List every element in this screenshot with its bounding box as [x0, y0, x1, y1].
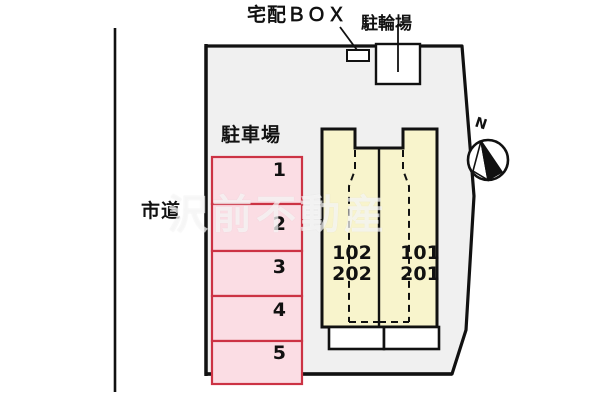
- parking-stall-group: [210, 155, 304, 386]
- parking-stall-1-number: 1: [272, 159, 286, 181]
- delivery-box-leader-line: [339, 26, 358, 51]
- parking-lot-heading: 駐車場: [221, 124, 282, 146]
- parking-stall-2-number: 2: [272, 213, 286, 235]
- parking-stall-4: [210, 294, 304, 343]
- bicycle-parking-label: 駐輪場: [361, 14, 412, 34]
- building-unit-right-line2: 201: [400, 263, 440, 286]
- parking-stall-4-number: 4: [272, 299, 286, 321]
- parking-stall-3-number: 3: [272, 256, 286, 278]
- parking-stall-2: [210, 202, 304, 253]
- building-unit-right-line1: 101: [400, 242, 440, 264]
- city-road-label: 市道: [141, 200, 182, 222]
- building-unit-left: 102 202: [322, 242, 382, 286]
- building-unit-left-line2: 202: [332, 263, 372, 286]
- compass-needle-black: [480, 140, 504, 182]
- parking-stall-5: [210, 339, 304, 386]
- parking-stall-1: [210, 155, 304, 206]
- delivery-box-label: 宅配ＢＯＸ: [247, 4, 348, 26]
- building-entrance-box-left: [327, 325, 386, 351]
- parking-stall-5-number: 5: [272, 342, 286, 364]
- building-interior-dashed-lines: [348, 150, 410, 323]
- compass-rose: [466, 138, 510, 182]
- building-entrance-box-right: [382, 325, 441, 351]
- delivery-box-shape: [346, 49, 370, 62]
- building-unit-right: 101 201: [390, 242, 450, 286]
- building-unit-left-line1: 102: [332, 242, 372, 264]
